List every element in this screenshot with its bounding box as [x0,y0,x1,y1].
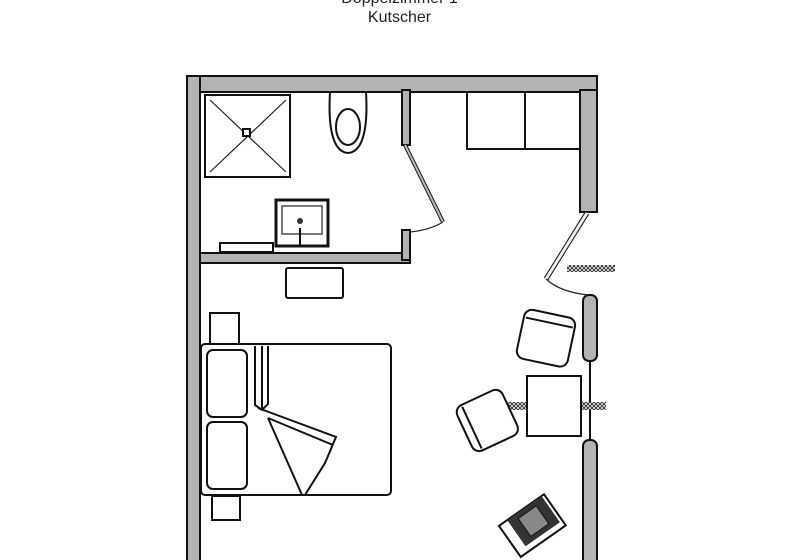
walls [186,75,598,560]
toilet-icon [328,91,368,155]
right-wall-lower [582,439,598,560]
armchair-icon [455,388,519,453]
room-name-label: Kutscher [367,9,432,26]
double-bed-icon [200,343,392,496]
top-wall [186,75,598,93]
luggage-icon [497,492,568,559]
armchair-icon [515,308,577,368]
room-type-label: Doppelzimmer 1 [0,0,799,8]
nightstand-icon [209,312,240,346]
bathroom-door-icon [403,144,445,233]
desk-icon [285,267,344,299]
side-table-icon [526,375,582,437]
right-wall-upper [579,89,598,213]
vanity-counter [219,242,274,253]
entrance-door-icon [543,211,590,296]
shower-icon [204,94,291,178]
bathroom-partition-upper [401,89,411,146]
heater-marking [567,265,615,272]
right-wall-middle [582,294,598,362]
left-wall [186,75,201,560]
nightstand-icon [211,495,241,521]
sink-icon [274,198,330,248]
bathroom-partition-lower [401,229,411,261]
wardrobe-icon [466,91,581,150]
bathroom-wall [199,252,411,264]
